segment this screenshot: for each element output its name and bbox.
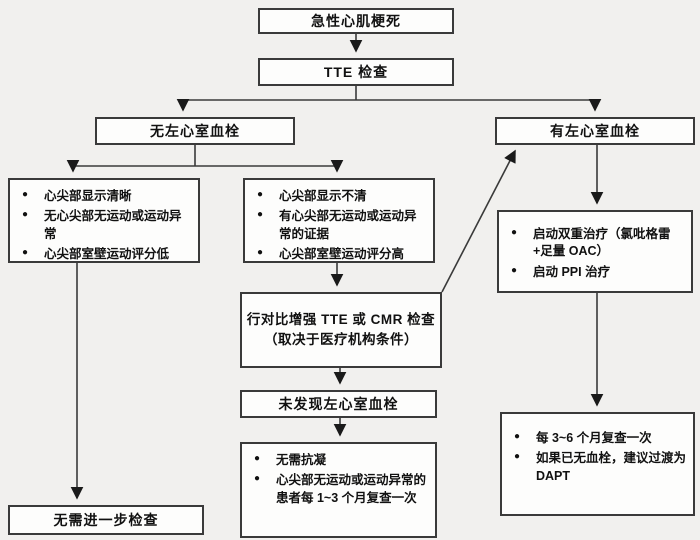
apex-unclear-list: 心尖部显示不清 有心尖部无运动或运动异常的证据 心尖部室壁运动评分高 bbox=[253, 188, 427, 263]
arrow-contrast-to-has-thrombus-diagonal bbox=[441, 149, 516, 293]
list-item: 心尖部室壁运动评分高 bbox=[253, 246, 427, 263]
apex-clear-list: 心尖部显示清晰 无心尖部无运动或运动异常 心尖部室壁运动评分低 bbox=[18, 188, 192, 263]
node-no-lv-thrombus-label: 无左心室血栓 bbox=[150, 123, 240, 139]
list-item: 每 3~6 个月复查一次 bbox=[510, 430, 687, 447]
node-acute-mi: 急性心肌梗死 bbox=[258, 8, 454, 34]
list-item: 心尖部无运动或运动异常的患者每 1~3 个月复查一次 bbox=[250, 472, 429, 507]
list-item: 启动 PPI 治疗 bbox=[507, 264, 685, 281]
node-no-thrombus-found: 未发现左心室血栓 bbox=[240, 390, 437, 418]
list-item: 无需抗凝 bbox=[250, 452, 429, 469]
node-tte-exam: TTE 检查 bbox=[258, 58, 454, 86]
list-item: 心尖部室壁运动评分低 bbox=[18, 246, 192, 263]
node-followup-plan: 每 3~6 个月复查一次 如果已无血栓，建议过渡为 DAPT bbox=[500, 412, 695, 516]
node-tte-exam-label: TTE 检查 bbox=[323, 64, 389, 80]
contrast-exam-line2: （取决于医疗机构条件） bbox=[264, 332, 418, 347]
dual-therapy-list: 启动双重治疗（氯吡格雷+足量 OAC） 启动 PPI 治疗 bbox=[507, 226, 685, 281]
node-has-lv-thrombus-label: 有左心室血栓 bbox=[550, 123, 640, 139]
node-acute-mi-label: 急性心肌梗死 bbox=[311, 13, 401, 29]
node-no-further-exam-label: 无需进一步检查 bbox=[53, 512, 159, 528]
node-no-thrombus-found-label: 未发现左心室血栓 bbox=[278, 396, 399, 412]
connector-no-thrombus-branch bbox=[73, 145, 337, 167]
list-item: 启动双重治疗（氯吡格雷+足量 OAC） bbox=[507, 226, 685, 261]
contrast-exam-line1: 行对比增强 TTE 或 CMR 检查 bbox=[246, 311, 436, 327]
node-no-lv-thrombus: 无左心室血栓 bbox=[95, 117, 295, 145]
node-no-further-exam: 无需进一步检查 bbox=[8, 505, 204, 535]
followup-list: 每 3~6 个月复查一次 如果已无血栓，建议过渡为 DAPT bbox=[510, 430, 687, 485]
no-anticoagulation-list: 无需抗凝 心尖部无运动或运动异常的患者每 1~3 个月复查一次 bbox=[250, 452, 429, 507]
node-apex-clear-criteria: 心尖部显示清晰 无心尖部无运动或运动异常 心尖部室壁运动评分低 bbox=[8, 178, 200, 263]
node-dual-therapy: 启动双重治疗（氯吡格雷+足量 OAC） 启动 PPI 治疗 bbox=[497, 210, 693, 293]
list-item: 有心尖部无运动或运动异常的证据 bbox=[253, 208, 427, 243]
list-item: 无心尖部无运动或运动异常 bbox=[18, 208, 192, 243]
node-no-anticoagulation: 无需抗凝 心尖部无运动或运动异常的患者每 1~3 个月复查一次 bbox=[240, 442, 437, 538]
node-apex-unclear-criteria: 心尖部显示不清 有心尖部无运动或运动异常的证据 心尖部室壁运动评分高 bbox=[243, 178, 435, 263]
node-has-lv-thrombus: 有左心室血栓 bbox=[495, 117, 695, 145]
connector-tte-branch bbox=[183, 86, 595, 101]
node-contrast-tte-cmr: 行对比增强 TTE 或 CMR 检查 （取决于医疗机构条件） bbox=[240, 292, 442, 368]
list-item: 心尖部显示清晰 bbox=[18, 188, 192, 205]
list-item: 如果已无血栓，建议过渡为 DAPT bbox=[510, 450, 687, 485]
list-item: 心尖部显示不清 bbox=[253, 188, 427, 205]
